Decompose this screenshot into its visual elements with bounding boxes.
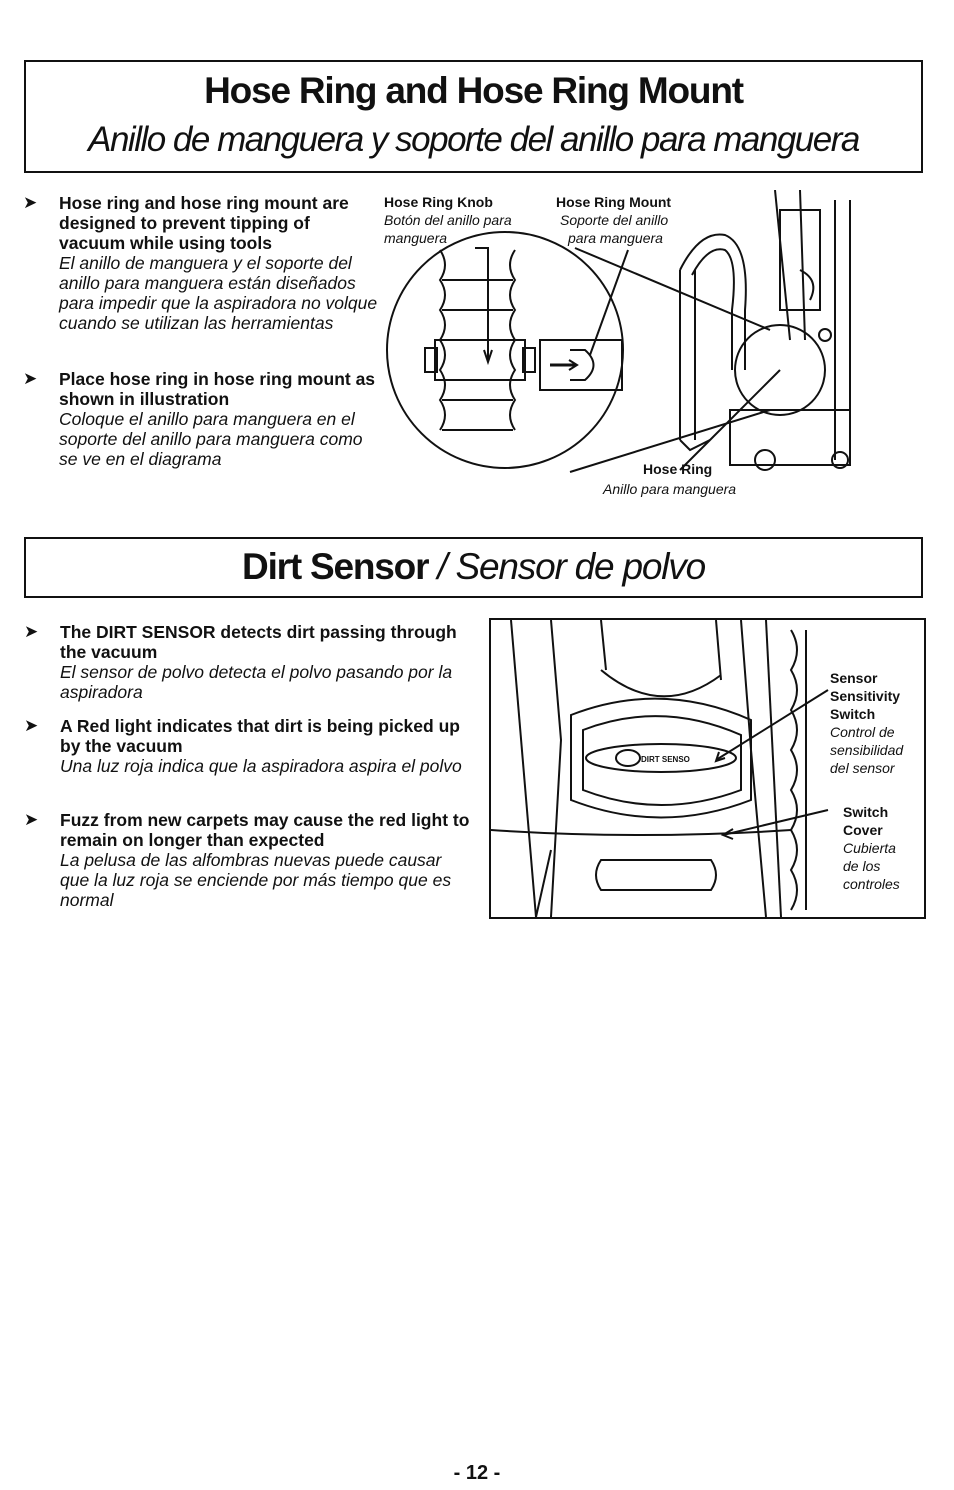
bullet-text-es: El sensor de polvo detecta el polvo pasa… <box>60 662 453 702</box>
arrow-right-icon: ➤ <box>24 716 39 735</box>
bullet-text-en: Hose ring and hose ring mount are design… <box>59 193 349 253</box>
section-title-box-hose-ring: Hose Ring and Hose Ring Mount Anillo de … <box>24 60 923 173</box>
bullet-text-es: La pelusa de las alfombras nuevas puede … <box>60 850 452 910</box>
bullet-dirt-sensor-detects: ➤ The DIRT SENSOR detects dirt passing t… <box>24 622 470 702</box>
arrow-right-icon: ➤ <box>24 622 39 641</box>
arrow-right-icon: ➤ <box>23 369 38 388</box>
arrow-right-icon: ➤ <box>24 810 39 829</box>
panel-text: DIRT SENSO <box>641 755 690 764</box>
page-number: - 12 - <box>453 1462 501 1484</box>
bullet-text-es: El anillo de manguera y el soporte del a… <box>59 253 378 333</box>
section-title-en: Dirt Sensor <box>242 546 429 587</box>
bullet-text-es: Coloque el anillo para manguera en el so… <box>59 409 363 469</box>
dirt-sensor-illustration: DIRT SENSO <box>491 620 829 917</box>
bullet-red-light: ➤ A Red light indicates that dirt is bei… <box>24 716 475 776</box>
bullet-text-en: The DIRT SENSOR detects dirt passing thr… <box>60 622 457 662</box>
bullet-text-en: Place hose ring in hose ring mount as sh… <box>59 369 376 409</box>
section-title-es: Sensor de polvo <box>455 546 707 587</box>
bullet-place-hose-ring: ➤ Place hose ring in hose ring mount as … <box>23 369 384 469</box>
section-title: Dirt Sensor / Sensor de polvo <box>26 546 921 588</box>
hose-ring-illustration <box>386 190 851 473</box>
bullet-fuzz-new-carpets: ➤ Fuzz from new carpets may cause the re… <box>24 810 470 910</box>
arrow-right-icon: ➤ <box>23 193 38 212</box>
dirt-sensor-illustration-box <box>489 618 926 919</box>
bullet-hose-ring-purpose: ➤ Hose ring and hose ring mount are desi… <box>23 193 379 333</box>
bullet-text-en: A Red light indicates that dirt is being… <box>60 716 460 756</box>
label-hose-ring: Hose Ring <box>643 461 713 477</box>
section-title-separator: / <box>428 546 456 587</box>
section-title-es: Anillo de manguera y soporte del anillo … <box>88 120 860 159</box>
section-title-box-dirt-sensor: Dirt Sensor / Sensor de polvo <box>24 537 923 598</box>
label-hose-ring-knob: Hose Ring Knob Botón del anillo para man… <box>384 194 512 246</box>
section-title-en: Hose Ring and Hose Ring Mount <box>204 70 744 111</box>
label-hose-ring-es: Anillo para manguera <box>603 481 737 497</box>
bullet-text-en: Fuzz from new carpets may cause the red … <box>60 810 470 850</box>
label-switch-cover: Switch Cover Cubierta de los controles <box>843 804 900 892</box>
bullet-text-es: Una luz roja indica que la aspiradora as… <box>60 756 462 776</box>
label-hose-ring-mount: Hose Ring Mount Soporte del anillo para … <box>556 194 672 246</box>
label-sensor-sensitivity-switch: Sensor Sensitivity Switch Control de sen… <box>830 670 904 776</box>
